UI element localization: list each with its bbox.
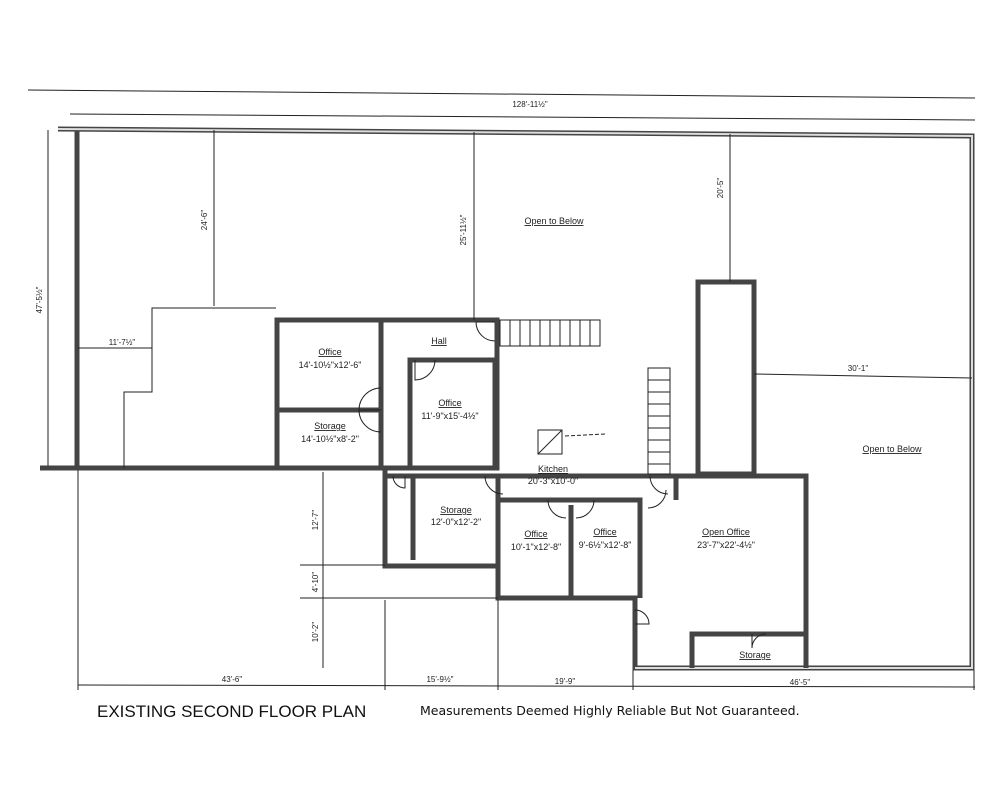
room-storage-3-name: Storage xyxy=(739,650,771,660)
dim-line-30-1 xyxy=(753,373,973,379)
dim-20-5: 20'-5" xyxy=(716,178,725,199)
dim-11-7: 11'-7½" xyxy=(109,338,136,347)
room-office-2-name: Office xyxy=(438,398,461,408)
top-border-line xyxy=(27,89,976,99)
dim-25-11: 25'-11½" xyxy=(459,214,468,245)
dim-10-2: 10'-2" xyxy=(311,622,320,643)
room-open-below-1: Open to Below xyxy=(524,216,584,226)
room-storage-2-size: 12'-0"x12'-2" xyxy=(431,517,481,527)
room-office-3-size: 10'-1"x12'-8" xyxy=(511,542,561,552)
dim-12-7: 12'-7" xyxy=(311,510,320,531)
room-office-2-size: 11'-9"x15'-4½" xyxy=(421,411,478,421)
room-storage-1-name: Storage xyxy=(314,421,346,431)
dim-19-9: 19'-9" xyxy=(555,677,576,686)
dim-24-6: 24'-6" xyxy=(200,210,209,231)
room-office-3-name: Office xyxy=(524,529,547,539)
room-open-office-size: 23'-7"x22'-4½" xyxy=(697,540,755,550)
stairs-lower xyxy=(647,367,671,475)
stepped-outline xyxy=(123,307,276,468)
bottom-dim-line xyxy=(77,684,976,688)
room-office-1-name: Office xyxy=(318,347,341,357)
interior-walls xyxy=(274,279,809,668)
room-hall-name: Hall xyxy=(431,336,447,346)
room-open-office-name: Open Office xyxy=(702,527,750,537)
disclaimer: Measurements Deemed Highly Reliable But … xyxy=(420,703,800,718)
dim-overall-depth: 47'-5½" xyxy=(35,286,44,313)
room-office-4-name: Office xyxy=(593,527,616,537)
room-storage-1-size: 14'-10½"x8'-2" xyxy=(301,434,359,444)
dim-15-9: 15'-9½" xyxy=(426,675,453,684)
room-open-below-2: Open to Below xyxy=(862,444,922,454)
room-kitchen-name: Kitchen xyxy=(538,464,568,474)
doors xyxy=(358,321,767,649)
room-storage-2-name: Storage xyxy=(440,505,472,515)
plan-title: EXISTING SECOND FLOOR PLAN xyxy=(97,702,367,721)
room-office-1-size: 14'-10½"x12'-6" xyxy=(299,360,362,370)
dim-overall-width: 128'-11½" xyxy=(512,100,548,109)
exterior-walls xyxy=(40,126,975,671)
room-kitchen-size: 20'-3"x10'-0" xyxy=(528,476,578,486)
dim-30-1: 30'-1" xyxy=(848,364,869,373)
room-office-4-size: 9'-6½"x12'-8" xyxy=(579,540,632,550)
dim-4-10: 4'-10" xyxy=(311,572,320,593)
dim-43-6: 43'-6" xyxy=(222,675,243,684)
overall-width-dim-line xyxy=(69,113,976,121)
dim-46-5: 46'-5" xyxy=(790,678,811,687)
stairs-upper xyxy=(499,319,601,347)
